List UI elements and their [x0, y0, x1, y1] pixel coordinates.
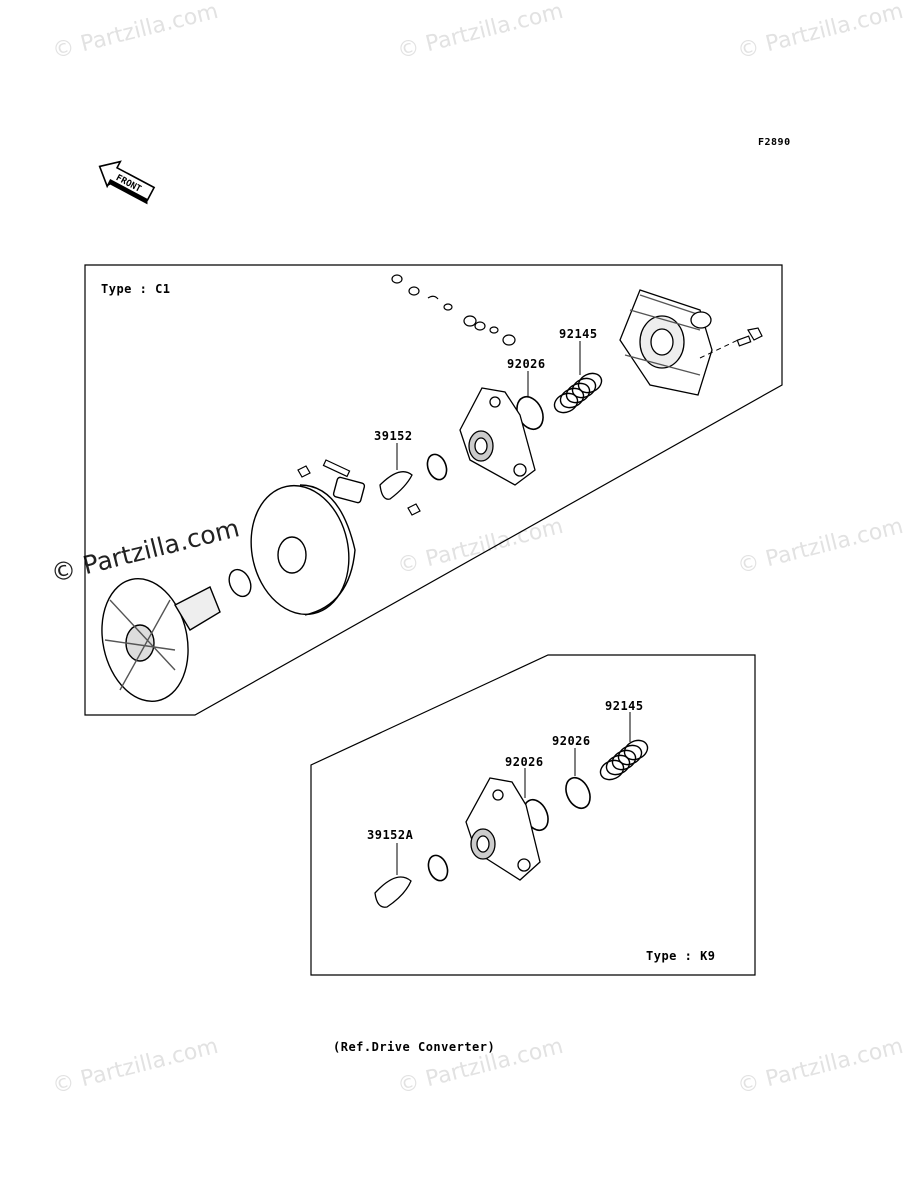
figure-code: F2890	[758, 137, 791, 148]
part-label[interactable]: 92026	[552, 734, 591, 748]
part-label[interactable]: 92145	[559, 327, 598, 341]
part-label[interactable]: 92026	[507, 357, 546, 371]
part-label[interactable]: 39152	[374, 429, 413, 443]
figure-caption: (Ref.Drive Converter)	[333, 1040, 496, 1054]
panel-k9-type-label: Type : K9	[646, 949, 716, 963]
front-arrow-icon: FRONT	[98, 160, 156, 205]
part-label[interactable]: 92026	[505, 755, 544, 769]
part-label[interactable]: 92145	[605, 699, 644, 713]
part-label[interactable]: 39152A	[367, 828, 414, 842]
panel-c1-type-label: Type : C1	[101, 282, 171, 296]
